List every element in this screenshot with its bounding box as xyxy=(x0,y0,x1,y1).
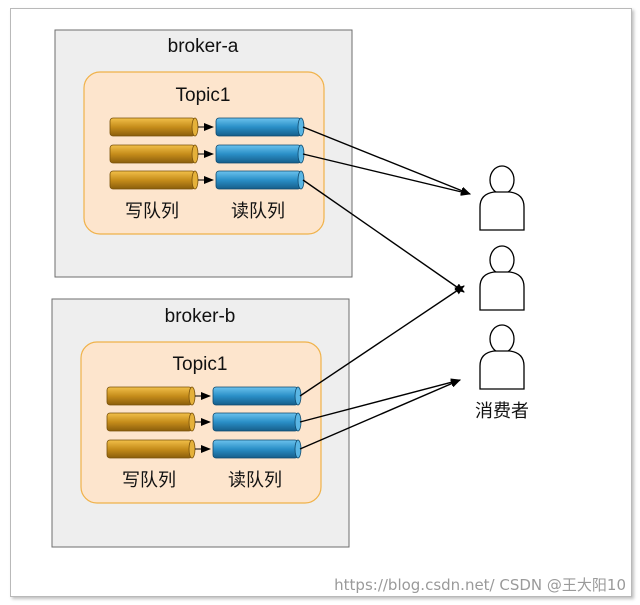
read-queue-label: 读队列 xyxy=(228,470,282,491)
write-queue xyxy=(106,386,196,406)
topic-b-name: Topic1 xyxy=(173,354,228,375)
read-queue xyxy=(212,386,302,406)
consumer-icon xyxy=(479,324,525,390)
consume-arrow xyxy=(302,126,471,195)
read-queue xyxy=(215,144,305,164)
consumer-icon xyxy=(479,165,525,231)
consume-arrow xyxy=(302,179,465,293)
read-queue xyxy=(215,117,305,137)
broker-b-name: broker-b xyxy=(165,306,236,327)
write-queue xyxy=(109,170,199,190)
broker-a-name: broker-a xyxy=(168,36,239,57)
watermark: https://blog.csdn.net/ CSDN @王大阳10 xyxy=(334,576,626,594)
read-queue xyxy=(212,412,302,432)
write-queue-label: 写队列 xyxy=(122,470,176,491)
write-queue xyxy=(109,117,199,137)
consume-arrows xyxy=(299,126,471,450)
broker-a-box: broker-a Topic1 xyxy=(54,29,353,278)
consume-arrow xyxy=(299,285,465,397)
topic-a-name: Topic1 xyxy=(176,85,231,106)
read-queue xyxy=(215,170,305,190)
write-queue-label: 写队列 xyxy=(125,201,179,222)
consume-arrow xyxy=(302,153,471,196)
consumer-label: 消费者 xyxy=(475,401,529,422)
consumer-icon xyxy=(479,245,525,311)
read-queue-label: 读队列 xyxy=(231,201,285,222)
write-queue xyxy=(106,412,196,432)
write-queue xyxy=(106,439,196,459)
broker-b-box: broker-b Topic1 写队列 xyxy=(51,298,350,548)
read-queue xyxy=(212,439,302,459)
consume-arrow xyxy=(299,379,461,450)
write-queue xyxy=(109,144,199,164)
consume-arrow xyxy=(299,378,461,423)
